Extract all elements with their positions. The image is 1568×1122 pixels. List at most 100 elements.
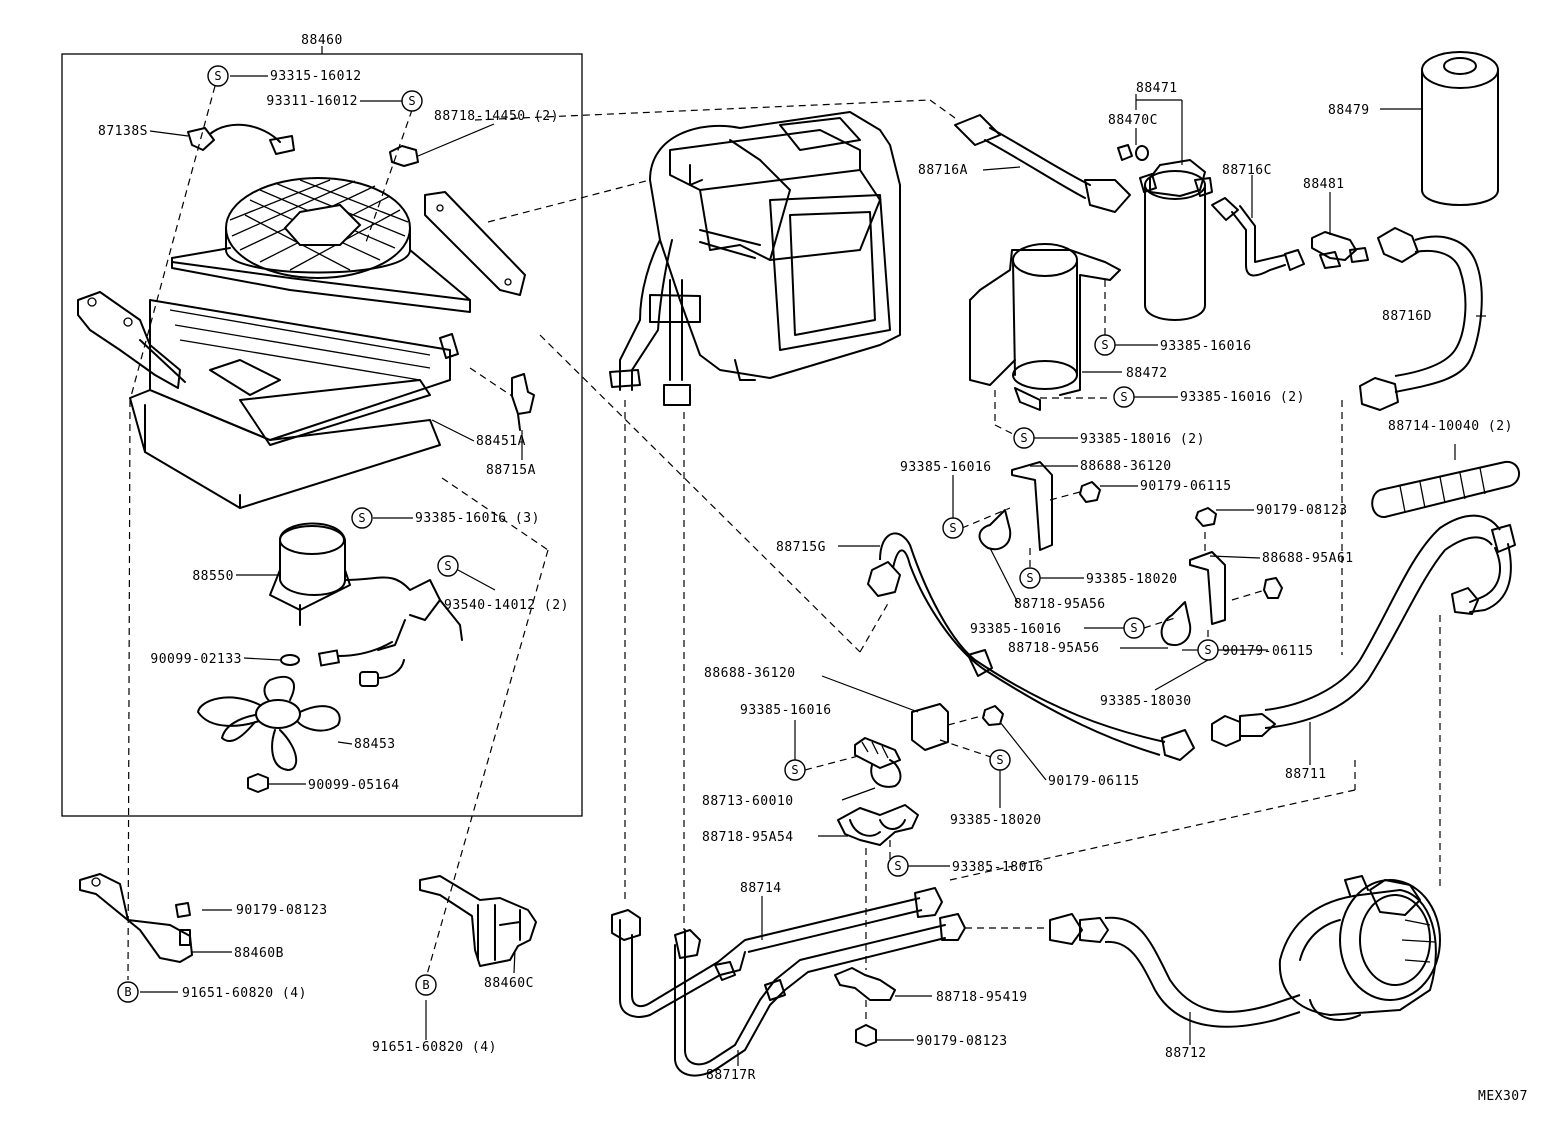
label-88714-10040: 88714-10040 (2) bbox=[1388, 419, 1513, 434]
o-ring-88470c-drawing bbox=[1117, 144, 1149, 161]
label-88550: 88550 bbox=[192, 569, 234, 584]
fitting-88481-drawing bbox=[1311, 192, 1369, 269]
label-90179-06115-a: 90179-06115 bbox=[1140, 479, 1232, 494]
nut-90179-08123-c-drawing bbox=[855, 1024, 914, 1047]
label-88479: 88479 bbox=[1328, 103, 1370, 118]
label-88470c: 88470C bbox=[1108, 113, 1158, 128]
svg-text:S: S bbox=[996, 753, 1003, 767]
hose-88711-drawing bbox=[1211, 514, 1516, 765]
fitting-88715a-drawing bbox=[439, 333, 535, 460]
symbol-layer: S S S S B B S S S S S S S S S S bbox=[117, 65, 1219, 1003]
label-93385-16016-b: 93385-16016 bbox=[900, 460, 992, 475]
label-88717r: 88717R bbox=[706, 1068, 756, 1083]
label-90099-05164: 90099-05164 bbox=[308, 778, 400, 793]
label-90179-08123-c: 90179-08123 bbox=[916, 1034, 1008, 1049]
b-symbol-right: B bbox=[415, 974, 437, 996]
label-88713-60010: 88713-60010 bbox=[702, 794, 794, 809]
hose-88715g-drawing bbox=[838, 532, 1195, 761]
label-93385-18020-b: 93385-18020 bbox=[950, 813, 1042, 828]
label-90179-06115-c: 90179-06115 bbox=[1048, 774, 1140, 789]
label-93315-16012: 93315-16012 bbox=[270, 69, 362, 84]
s-symbol-93315-16012: S bbox=[207, 65, 229, 87]
dashed-assembly-lines-left bbox=[127, 85, 956, 981]
svg-text:S: S bbox=[444, 559, 451, 573]
clamp-88718-95a56-b-drawing bbox=[1120, 601, 1192, 649]
label-88460b: 88460B bbox=[234, 946, 284, 961]
svg-text:S: S bbox=[791, 763, 798, 777]
bracket-88472-drawing bbox=[969, 243, 1122, 411]
nut-90179-08123-drawing bbox=[1195, 507, 1254, 527]
pipe-88716c-drawing bbox=[1211, 175, 1305, 277]
s-symbol-93385-16016-2: S bbox=[1113, 386, 1135, 408]
label-88471: 88471 bbox=[1136, 81, 1178, 96]
label-93385-18016-2: 93385-18016 (2) bbox=[1080, 432, 1205, 447]
label-90179-08123-a: 90179-08123 bbox=[236, 903, 328, 918]
label-88453: 88453 bbox=[354, 737, 396, 752]
s-symbol-93385-18020-b: S bbox=[989, 749, 1011, 771]
svg-text:S: S bbox=[214, 69, 221, 83]
label-93385-16016-3: 93385-16016 (3) bbox=[415, 511, 540, 526]
pipe-88714-drawing bbox=[611, 887, 966, 1077]
harness-87138s-drawing bbox=[149, 123, 295, 155]
svg-text:B: B bbox=[124, 985, 131, 999]
label-88688-36120-b: 88688-36120 bbox=[704, 666, 796, 681]
hose-88712-drawing bbox=[1049, 913, 1301, 1045]
s-symbol-93385-16016-b: S bbox=[942, 517, 964, 539]
label-88718-95a56-a: 88718-95A56 bbox=[1014, 597, 1106, 612]
label-88688-36120-a: 88688-36120 bbox=[1080, 459, 1172, 474]
svg-text:S: S bbox=[1026, 571, 1033, 585]
label-88716c: 88716C bbox=[1222, 163, 1272, 178]
s-symbol-93385-18016-2: S bbox=[1013, 427, 1035, 449]
label-90179-06115-b: 90179-06115 bbox=[1222, 644, 1314, 659]
canister-88479-drawing bbox=[1380, 51, 1499, 206]
fan-shroud-drawing bbox=[171, 177, 471, 313]
s-symbol-93385-18016: S bbox=[887, 855, 909, 877]
bracket-88688-36120-b-drawing bbox=[821, 675, 949, 751]
clip-88718-14450-drawing bbox=[389, 123, 495, 167]
label-93385-16016-c: 93385-16016 bbox=[970, 622, 1062, 637]
s-symbol-93540-14012: S bbox=[437, 555, 459, 577]
diagram-code: MEX307 bbox=[1478, 1089, 1528, 1104]
s-symbol-93385-16016-c: S bbox=[1123, 617, 1145, 639]
b-symbol-left: B bbox=[117, 981, 139, 1003]
label-88716d: 88716D bbox=[1382, 309, 1432, 324]
hose-88716a-drawing bbox=[954, 114, 1131, 213]
s-symbol-93385-16016-a: S bbox=[1094, 334, 1116, 356]
label-88472: 88472 bbox=[1126, 366, 1168, 381]
label-93385-16016-d: 93385-16016 bbox=[740, 703, 832, 718]
compressor-drawing bbox=[1278, 875, 1441, 1021]
label-layer: 88460 93315-16012 93311-16012 87138S 887… bbox=[98, 33, 1528, 1104]
svg-text:S: S bbox=[1101, 338, 1108, 352]
svg-text:S: S bbox=[1020, 431, 1027, 445]
svg-text:S: S bbox=[408, 94, 415, 108]
label-88718-95a56-b: 88718-95A56 bbox=[1008, 641, 1100, 656]
bracket-88688-95a61-drawing bbox=[1189, 551, 1261, 625]
label-93540-14012: 93540-14012 (2) bbox=[444, 598, 569, 613]
bracket-88688-36120-a-drawing bbox=[1011, 461, 1078, 551]
label-88718-95a54: 88718-95A54 bbox=[702, 830, 794, 845]
label-93385-18020-a: 93385-18020 bbox=[1086, 572, 1178, 587]
svg-text:S: S bbox=[1120, 390, 1127, 404]
label-88715g: 88715G bbox=[776, 540, 826, 555]
clamp-88718-95a54-drawing bbox=[818, 804, 919, 846]
label-88481: 88481 bbox=[1303, 177, 1345, 192]
label-91651-60820-b: 91651-60820 (4) bbox=[372, 1040, 497, 1055]
dashed-assembly-lines-evap bbox=[624, 400, 685, 930]
label-88460: 88460 bbox=[301, 33, 343, 48]
label-93385-16016-2: 93385-16016 (2) bbox=[1180, 390, 1305, 405]
label-88712: 88712 bbox=[1165, 1046, 1207, 1061]
s-symbol-93385-18030: S bbox=[1197, 639, 1219, 661]
label-88714: 88714 bbox=[740, 881, 782, 896]
label-87138s: 87138S bbox=[98, 124, 148, 139]
right-bracket-drawing bbox=[424, 191, 526, 296]
label-90099-02133: 90099-02133 bbox=[150, 652, 242, 667]
nut-90099-05164-drawing bbox=[247, 773, 269, 793]
label-93385-16016-a: 93385-16016 bbox=[1160, 339, 1252, 354]
clamp-88718-95419-drawing bbox=[834, 967, 932, 1001]
label-88711: 88711 bbox=[1285, 767, 1327, 782]
label-88451a: 88451A bbox=[476, 434, 526, 449]
condenser-assembly-group bbox=[61, 46, 583, 817]
hose-88716d-drawing bbox=[1359, 227, 1486, 411]
clamp-88718-95a56-a-drawing bbox=[978, 509, 1019, 604]
